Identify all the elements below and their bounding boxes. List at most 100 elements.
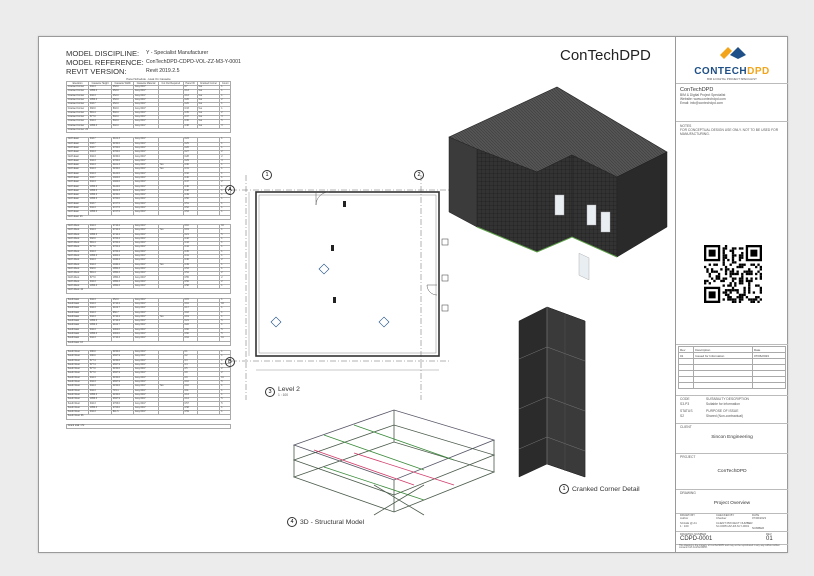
corner-title: Cranked Corner Detail — [572, 485, 640, 493]
code-label: CODE — [680, 397, 690, 401]
scale-value: 1 : 100 — [680, 524, 689, 529]
sheet-header: MODEL DISCIPLINE:Y - Specialist Manufact… — [66, 49, 241, 77]
company-website: Website: www.contechdpd.com — [680, 97, 726, 101]
sheet-brand-title: ConTechDPD — [560, 47, 651, 64]
reference-value: ConTechDPD-CDPD-VOL-ZZ-M3-Y-0001 — [146, 59, 241, 66]
building-3d-view — [448, 86, 668, 281]
schedule-col-header: Cut Out Required — [157, 81, 184, 86]
company-info: ConTechDPD BIM & Digital Project Special… — [680, 87, 784, 105]
purpose-label: PURPOSE OF ISSUE — [706, 409, 739, 413]
logo-accent: DPD — [747, 66, 770, 77]
group-total: Cranked Corner: 20 — [66, 127, 231, 134]
grid-bubble-1: 1 — [262, 170, 272, 180]
project-value: ConTechDPD — [717, 469, 747, 474]
logo-sub: BIM & DIGITAL PROJECT SPECIALIST — [707, 77, 757, 81]
panel-schedule: Panel Schedule - Heat On Cassette Elevat… — [65, 77, 231, 430]
drawing-label: DRAWING — [680, 491, 696, 495]
drawn-label: DRAWN BY — [680, 513, 695, 517]
level2-view-label: 3 Level 2 1 : 100 — [265, 386, 300, 397]
schedule-title: Panel Schedule - Heat On Cassette — [126, 77, 171, 81]
revit-value: Revit 2019.2.5 — [146, 68, 180, 75]
schedule-col-header: Cassette Width — [111, 81, 135, 86]
structural-view-label: 4 3D - Structural Model — [287, 517, 364, 527]
revision-table: Rev Description Date 01 Issued for Infor… — [677, 346, 787, 389]
suitability-label: SUITABILITY DESCRIPTION — [706, 397, 749, 401]
corner-view-label: 1 Cranked Corner Detail — [559, 484, 640, 494]
purpose-value: Shared (Non-contractual) — [706, 414, 744, 418]
qr-code — [704, 245, 762, 303]
project-label: PROJECT — [680, 455, 696, 459]
date-value: 07/06/2023 — [752, 516, 766, 521]
sheet-no-label: DRAWING NUMBER — [680, 532, 707, 536]
structural-title: 3D - Structural Model — [300, 518, 365, 526]
company-name: ConTechDPD — [680, 87, 714, 93]
suitability-value: Suitable for information — [706, 402, 740, 406]
company-sub: BIM & Digital Project Specialist — [680, 93, 726, 97]
view-number-3: 3 — [265, 386, 275, 397]
client-value: Sincon Engineering — [711, 435, 753, 440]
client-label: CLIENT — [680, 425, 692, 429]
company-email: Email: info@contechdpd.com — [680, 101, 723, 105]
status-value: S2 — [680, 414, 685, 418]
title-block: CONTECHDPD BIM & DIGITAL PROJECT SPECIAL… — [675, 37, 788, 552]
grand-total: Grand total: 172 — [66, 423, 231, 430]
schedule-col-header: Cranked Corner — [196, 81, 221, 86]
view-number-1: 1 — [559, 484, 569, 494]
drawing-value: Project Overview — [713, 501, 751, 506]
grid-bubble-b: B — [225, 357, 235, 367]
revit-label: REVIT VERSION: — [66, 67, 127, 77]
drawing-sheet: MODEL DISCIPLINE:Y - Specialist Manufact… — [38, 36, 788, 553]
level2-plan — [231, 175, 451, 400]
checked-label: CHECKED BY — [716, 513, 735, 517]
group-total: North West: 42 — [66, 288, 231, 294]
code-value: S3-P3 — [680, 402, 690, 406]
status-label: STATUS — [680, 409, 693, 413]
level2-scale: 1 : 100 — [278, 393, 289, 397]
discipline-label: MODEL DISCIPLINE: — [66, 49, 140, 58]
drawn-value: Author — [680, 516, 689, 521]
group-total: South East: 16 — [66, 340, 231, 346]
schedule-col-header: Cassette Height — [88, 81, 113, 86]
checked-value: Checker — [716, 516, 727, 521]
structural-3d-view — [292, 409, 496, 516]
rev-label: REV — [766, 532, 772, 536]
notes-block: NOTES FOR CONCEPTUAL DESIGN USE ONLY. NO… — [680, 124, 784, 136]
notes-text: FOR CONCEPTUAL DESIGN USE ONLY. NOT TO B… — [680, 128, 779, 136]
group-total: North East: 26 — [66, 214, 231, 220]
rev-value: 01 — [766, 536, 773, 542]
contech-logo-icon — [720, 47, 746, 59]
date-label: DATE — [752, 513, 760, 517]
schedule-col-header: Panel ID — [182, 81, 198, 86]
notes-label: NOTES — [680, 124, 692, 128]
footer-note: This drawing is the property of ConTechD… — [679, 544, 780, 550]
schedule-col-header: Cassette Material — [133, 81, 159, 86]
scale-label: SCALE @ A1 — [680, 521, 697, 525]
grid-bubble-2: 2 — [414, 170, 424, 180]
logo-text: CONTECH — [694, 66, 748, 77]
view-number-4: 4 — [287, 517, 297, 527]
sheet-no-value: CDPD-0001 — [680, 536, 713, 542]
cranked-corner-detail — [518, 306, 586, 478]
number-label: NUMBER — [752, 526, 765, 530]
reference-label: MODEL REFERENCE: — [66, 58, 144, 68]
